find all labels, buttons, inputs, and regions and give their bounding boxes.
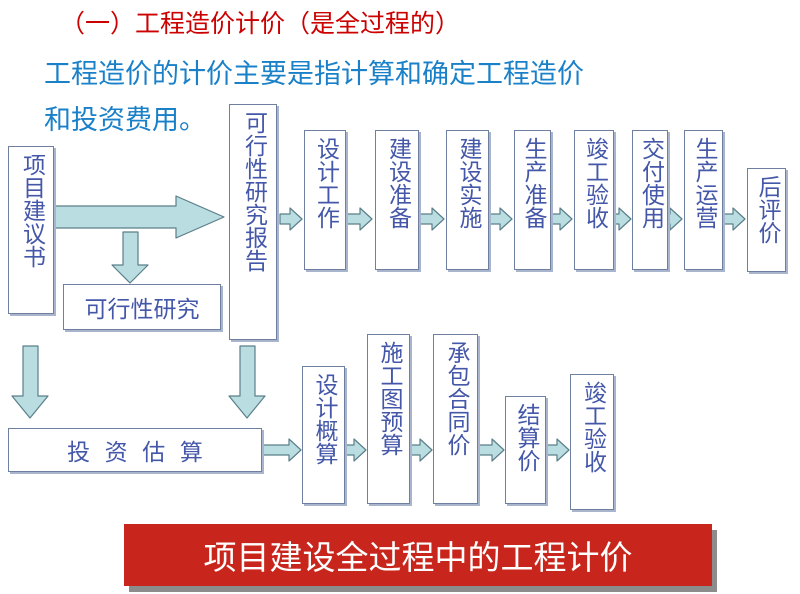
- arrow-small: [418, 207, 445, 231]
- box-construction-drawing-budget: 施工图预算: [367, 334, 410, 504]
- box-investment-estimate: 投 资 估 算: [8, 428, 262, 472]
- box-step-production-prep: 生产准备: [514, 130, 551, 270]
- arrow-big-right: [52, 195, 225, 239]
- box-step-completion-acceptance: 竣工验收: [574, 130, 614, 270]
- box-design-estimate: 设计概算: [302, 366, 345, 504]
- arrow-small: [613, 207, 632, 231]
- box-step-construction: 建设实施: [446, 130, 489, 270]
- box-settlement-price: 结算价: [505, 396, 546, 504]
- box-step-post-evaluation: 后评价: [747, 168, 786, 272]
- box-feasibility-study: 可行性研究: [63, 284, 221, 330]
- arrow-small: [344, 438, 367, 462]
- arrow-small: [667, 207, 683, 231]
- arrow-down-report: [228, 345, 266, 419]
- box-feasibility-report: 可行性研究报告: [229, 104, 277, 340]
- intro-line-2: 和投资费用。: [44, 105, 206, 136]
- arrow-small: [279, 207, 303, 231]
- arrow-small: [488, 207, 513, 231]
- arrow-small: [345, 207, 373, 231]
- arrow-down-left: [11, 345, 49, 419]
- arrow-small: [477, 438, 505, 462]
- page-title: （一）工程造价计价（是全过程的）: [60, 9, 461, 38]
- box-step-design: 设计工作: [304, 130, 346, 270]
- box-step-operation: 生产运营: [684, 130, 723, 270]
- box-contract-price: 承包合同价: [433, 334, 478, 504]
- box-project-proposal: 项目建议书: [8, 146, 54, 314]
- summary-banner: 项目建设全过程中的工程计价: [124, 524, 712, 586]
- arrow-small: [722, 207, 746, 231]
- box-final-acceptance: 竣工验收: [570, 374, 614, 510]
- arrow-small: [409, 438, 433, 462]
- box-step-delivery: 交付使用: [632, 130, 668, 270]
- arrow-small: [545, 438, 570, 462]
- arrow-small: [550, 207, 573, 231]
- arrow-small: [261, 438, 302, 462]
- arrow-down-feasibility: [111, 231, 149, 284]
- box-step-construction-prep: 建设准备: [375, 130, 419, 270]
- intro-line-1: 工程造价的计价主要是指计算和确定工程造价: [44, 59, 584, 90]
